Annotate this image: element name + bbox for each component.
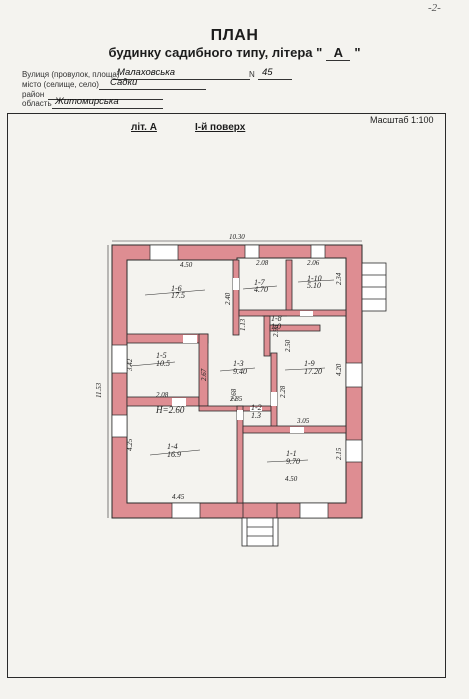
plan-floor-label: І-й поверх <box>195 122 246 133</box>
page-number: -2- <box>428 2 441 14</box>
dim-top-total: 10.30 <box>229 233 245 241</box>
dim-r6-width: 4.50 <box>180 261 193 269</box>
plan-frame <box>7 113 446 678</box>
dim-left-total: 11.53 <box>95 382 103 398</box>
dim-right-small: 2.34 <box>335 272 343 285</box>
room-area-1-7: 4.70 <box>254 285 268 294</box>
room-area-1-10: 5.10 <box>307 281 321 290</box>
street-label: Вулиця (провулок, площа) <box>22 70 120 79</box>
wall-r8-side <box>263 315 271 357</box>
subtitle-prefix: будинку садибного типу, літера " <box>108 45 323 60</box>
city-value: Садки <box>110 77 138 88</box>
dim-r10-width: 2.06 <box>307 259 320 267</box>
region-underline <box>52 108 163 109</box>
dim-250: 2.50 <box>284 339 292 352</box>
entrance-steps <box>241 262 387 547</box>
room-labels: 1-6 17.5 1-7 4.70 1-10 5.10 1-8 1.0 1-5 … <box>156 274 322 466</box>
interior-walls <box>126 259 347 504</box>
document-subtitle: будинку садибного типу, літера "А" <box>0 45 469 61</box>
dim-r7-width: 2.08 <box>256 259 269 267</box>
room-id-1-3: 1-3 <box>233 359 244 368</box>
dimension-labels: 10.30 11.53 3.42 4.25 4.45 4.50 2.34 4.2… <box>95 233 343 501</box>
wall-r9-left <box>270 352 278 429</box>
room-id-1-10: 1-10 <box>307 274 322 283</box>
number-label: N <box>249 70 255 79</box>
room-id-1-7: 1-7 <box>254 278 266 287</box>
wall-r6-r7 <box>232 259 240 336</box>
dim-left-upper: 3.42 <box>126 358 134 372</box>
city-label: місто (селище, село) <box>22 80 99 89</box>
number-value: 45 <box>262 67 273 78</box>
dim-268: 2.68 <box>230 388 238 401</box>
room-area-1-3: 9.40 <box>233 367 247 376</box>
wall-upper-band <box>238 309 347 317</box>
room-area-1-9: 17.20 <box>304 367 322 376</box>
room-id-1-6: 1-6 <box>171 284 182 293</box>
wall-r8-bottom <box>269 324 321 332</box>
dim-right-mid: 4.20 <box>335 363 343 376</box>
region-label: область <box>22 99 52 108</box>
number-underline <box>258 79 292 80</box>
room-area-1-1: 9.70 <box>286 457 300 466</box>
district-label: район <box>22 90 45 99</box>
windows <box>111 244 363 519</box>
ceiling-height: H=2.60 <box>155 405 185 415</box>
room-id-1-5: 1-5 <box>156 351 167 360</box>
room-id-1-8: 1-8 <box>271 314 282 323</box>
dim-r5-width: 2.08 <box>156 391 169 399</box>
dim-corr-width: 2.85 <box>230 395 243 403</box>
building-letter: А <box>326 45 351 61</box>
plan-letter-label: літ. А <box>131 122 157 133</box>
room-area-1-2: 1.3 <box>251 411 261 420</box>
dim-bottom-left: 4.45 <box>172 493 185 501</box>
dim-r6-height: 2.40 <box>224 292 232 305</box>
dim-298: 2.98 <box>272 324 280 337</box>
wall-r4-r1 <box>236 405 244 504</box>
dim-113: 1.13 <box>239 318 247 331</box>
plan-scale-label: Масштаб 1:100 <box>370 115 434 125</box>
wall-r7-r10 <box>285 259 293 313</box>
dim-left-lower: 4.25 <box>126 438 134 451</box>
document-title: ПЛАН <box>210 27 259 44</box>
subtitle-suffix: " <box>354 45 361 60</box>
room-id-1-2: 1-2 <box>251 403 262 412</box>
district-underline <box>48 99 163 100</box>
dim-267: 2.67 <box>200 368 208 381</box>
street-underline <box>113 79 250 80</box>
dim-bottom-right: 4.50 <box>285 475 298 483</box>
room-area-1-4: 16.9 <box>167 450 181 459</box>
door-openings <box>172 278 313 433</box>
room-id-1-4: 1-4 <box>167 442 178 451</box>
room-id-1-9: 1-9 <box>304 359 315 368</box>
room-area-1-8: 1.0 <box>271 322 281 331</box>
room-id-1-1: 1-1 <box>286 449 297 458</box>
dim-right-lower: 2.15 <box>335 447 343 460</box>
dim-r9-width: 3.05 <box>296 417 310 425</box>
dim-228: 2.28 <box>279 385 287 398</box>
street-value: Малаховська <box>117 67 176 78</box>
city-underline <box>99 89 206 90</box>
region-value: Житомирська <box>55 96 119 107</box>
room-area-1-6: 17.5 <box>171 291 185 300</box>
room-area-1-5: 10.5 <box>156 359 170 368</box>
